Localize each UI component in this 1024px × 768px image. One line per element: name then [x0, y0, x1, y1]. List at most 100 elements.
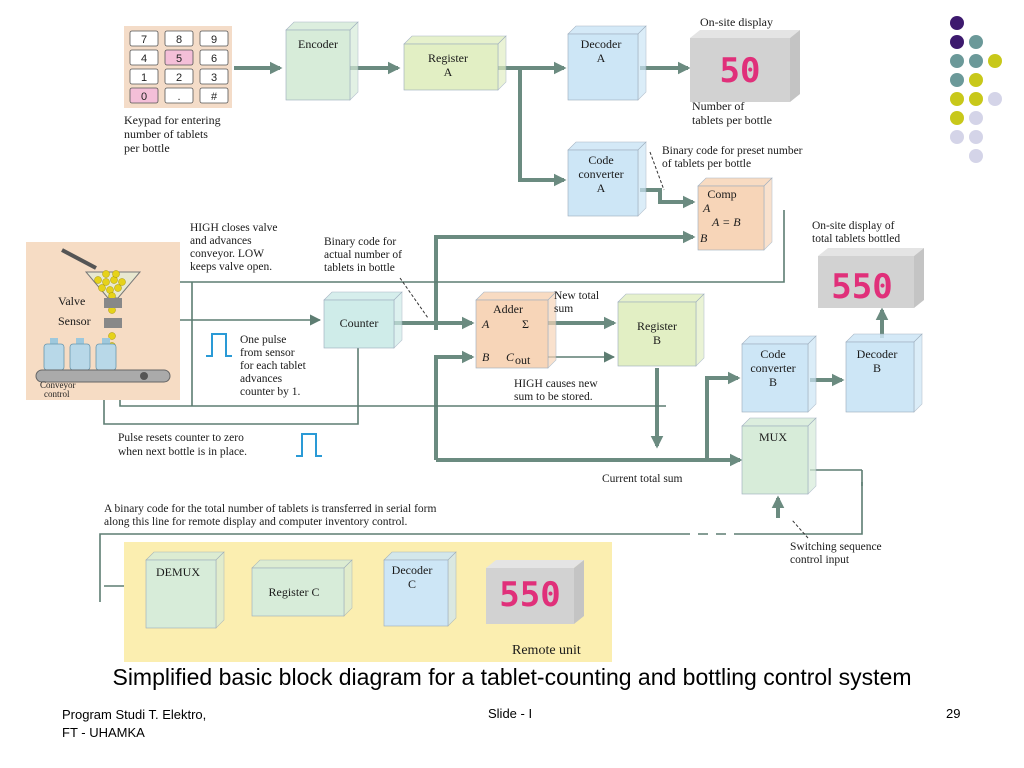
keypad-key: 0	[129, 87, 159, 104]
pulse-note-5: counter by 1.	[240, 386, 300, 398]
comp-a: A	[702, 201, 711, 215]
actual-code-note-2: actual number of	[324, 249, 402, 261]
switching-note-1: Switching sequence	[790, 541, 882, 553]
keypad-key: 3	[199, 68, 229, 85]
adder-a: A	[481, 317, 490, 331]
footer-left-line2: FT - UHAMKA	[62, 725, 145, 740]
pulse-note-4: advances	[240, 373, 283, 385]
actual-code-note-1: Binary code for	[324, 236, 396, 248]
onsite-display-note-1: Number of	[692, 99, 744, 113]
onsite-display	[690, 30, 800, 102]
decoder-b-block	[845, 333, 923, 413]
footer-center: Slide - I	[488, 706, 533, 721]
pulse-symbol-1	[206, 333, 232, 357]
adder-sigma: Σ	[522, 317, 529, 331]
pulse-note-1: One pulse	[240, 334, 286, 346]
svg-text:1: 1	[141, 72, 147, 84]
keypad-key: #	[199, 87, 229, 104]
current-total-label: Current total sum	[602, 473, 683, 485]
switching-note-2: control input	[790, 554, 850, 566]
decoder-c-label-1: Decoder	[392, 563, 433, 577]
remote-display	[486, 560, 584, 624]
keypad-note-2: number of tablets	[124, 127, 208, 141]
onsite-display-readout: 50	[720, 51, 761, 91]
high-closes-note-3: conveyor. LOW	[190, 248, 264, 260]
onsite-display-note-2: tablets per bottle	[692, 113, 772, 127]
decoder-c-block	[383, 551, 457, 627]
comp-eq: A = B	[711, 215, 741, 229]
onsite-display-title: On-site display	[700, 15, 773, 29]
code-converter-a-label-3: A	[597, 181, 606, 195]
register-a-label-2: A	[444, 65, 453, 79]
svg-text:5: 5	[176, 53, 182, 65]
new-total-note-1: New total	[554, 290, 599, 302]
conveyor-label-2: control	[44, 389, 70, 399]
pulse-note-2: from sensor	[240, 347, 295, 359]
counter-label: Counter	[340, 316, 379, 330]
remote-display-readout: 550	[499, 575, 560, 615]
comp-block	[697, 177, 773, 251]
pulse-symbol-2	[296, 433, 322, 457]
page-number: 29	[946, 706, 961, 721]
keypad-key: 2	[164, 68, 194, 85]
adder-label: Adder	[493, 302, 523, 316]
code-converter-b-block	[741, 335, 817, 413]
slide-caption: Simplified basic block diagram for a tab…	[112, 664, 912, 690]
decoder-a-label-1: Decoder	[581, 37, 622, 51]
keypad-key: 1	[129, 68, 159, 85]
high-causes-note-2: sum to be stored.	[514, 391, 593, 403]
decorative-dots	[950, 16, 1002, 163]
svg-text:8: 8	[176, 34, 182, 46]
svg-text:3: 3	[211, 72, 217, 84]
remote-unit-label: Remote unit	[512, 643, 581, 658]
encoder-label: Encoder	[298, 37, 338, 51]
decoder-a-label-2: A	[597, 51, 606, 65]
adder-block	[475, 291, 557, 369]
register-c-label: Register C	[269, 585, 320, 599]
high-closes-note-1: HIGH closes valve	[190, 222, 278, 234]
svg-text:6: 6	[211, 53, 217, 65]
svg-text:9: 9	[211, 34, 217, 46]
svg-text:2: 2	[176, 72, 182, 84]
code-converter-a-label-1: Code	[588, 153, 613, 167]
pulse-reset-note-2: when next bottle is in place.	[118, 446, 247, 458]
high-causes-note-1: HIGH causes new	[514, 378, 598, 390]
register-a-block	[403, 35, 507, 91]
pulse-reset-note-1: Pulse resets counter to zero	[118, 432, 244, 444]
total-display-readout: 550	[831, 267, 892, 307]
keypad-key: 9	[199, 30, 229, 47]
comp-b: B	[700, 231, 708, 245]
register-a-label-1: Register	[428, 51, 468, 65]
code-converter-b-label-2: converter	[750, 361, 795, 375]
svg-text:4: 4	[141, 53, 147, 65]
register-b-label-2: B	[653, 333, 661, 347]
high-closes-note-4: keeps valve open.	[190, 261, 272, 273]
svg-text:.: .	[177, 91, 180, 103]
total-display-title-1: On-site display of	[812, 220, 895, 232]
code-converter-b-label-3: B	[769, 375, 777, 389]
svg-text:0: 0	[141, 91, 147, 103]
total-display	[818, 248, 924, 308]
serial-note-1: A binary code for the total number of ta…	[104, 503, 436, 515]
new-total-note-2: sum	[554, 303, 573, 315]
decoder-a-block	[567, 25, 647, 101]
svg-text:#: #	[211, 91, 218, 103]
adder-cout-sub: out	[515, 353, 531, 367]
counter-block	[323, 291, 403, 349]
footer-left-line1: Program Studi T. Elektro,	[62, 707, 207, 722]
high-closes-note-2: and advances	[190, 235, 252, 247]
keypad-key: 8	[164, 30, 194, 47]
bottling-machine	[26, 242, 180, 400]
demux-label: DEMUX	[156, 565, 200, 579]
conveyor-label-1: Conveyor	[40, 380, 76, 390]
mux-block	[741, 417, 817, 495]
keypad-key: .	[164, 87, 194, 104]
decoder-b-label-1: Decoder	[857, 347, 898, 361]
code-converter-b-label-1: Code	[760, 347, 785, 361]
preset-code-note-1: Binary code for preset number	[662, 145, 803, 157]
register-b-block	[617, 293, 705, 367]
total-display-title-2: total tablets bottled	[812, 233, 900, 245]
demux-block	[145, 551, 225, 629]
keypad-key: 4	[129, 49, 159, 66]
adder-cout: C	[506, 350, 515, 364]
